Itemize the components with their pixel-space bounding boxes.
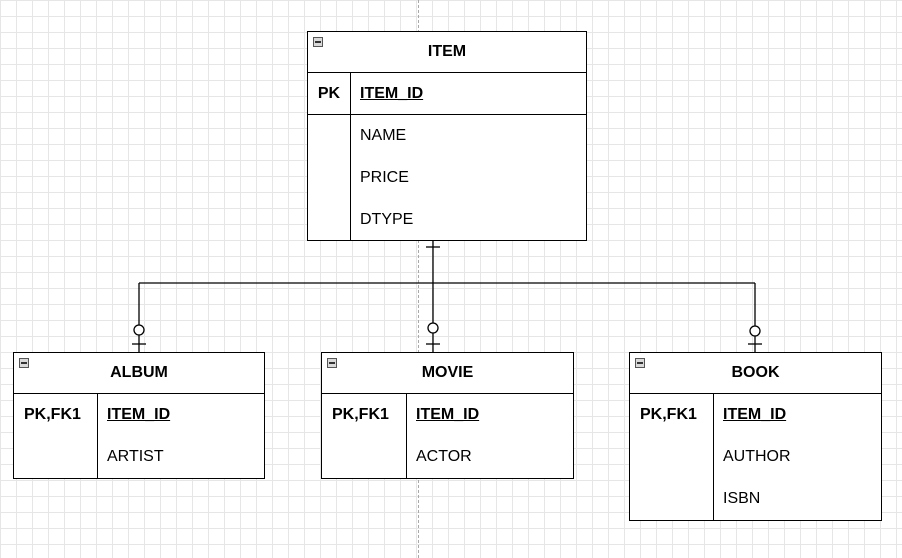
entity-book-key-label: PK,FK1 [630,394,714,520]
entity-book-attr-author: AUTHOR [723,448,791,465]
center-guide-line [418,0,419,558]
book-zero-mark [749,325,761,337]
entity-item-pk-row: PK ITEM_ID [308,73,586,115]
entity-book-name: BOOK [731,364,780,381]
entity-item-attr-price: PRICE [360,169,409,186]
movie-zero-mark [427,322,439,334]
entity-item-key-label: PK [308,73,351,114]
collapse-icon[interactable] [19,358,29,368]
entity-movie-fields: PK,FK1 ITEM_ID ACTOR [322,394,573,478]
entity-item-attr-name: NAME [360,127,407,144]
entity-movie[interactable]: MOVIE PK,FK1 ITEM_ID ACTOR [321,352,574,479]
entity-album-pk-field: ITEM_ID [107,406,171,423]
collapse-icon[interactable] [313,37,323,47]
collapse-icon[interactable] [635,358,645,368]
entity-album-header: ALBUM [14,353,264,394]
entity-item-pk-field: ITEM_ID [360,84,424,102]
entity-movie-header: MOVIE [322,353,573,394]
entity-book[interactable]: BOOK PK,FK1 ITEM_ID AUTHOR ISBN [629,352,882,521]
album-zero-mark [133,324,145,336]
entity-book-pk-field: ITEM_ID [723,406,787,423]
entity-book-header: BOOK [630,353,881,394]
entity-album-fields: PK,FK1 ITEM_ID ARTIST [14,394,264,478]
entity-movie-pk-field: ITEM_ID [416,406,480,423]
entity-movie-name: MOVIE [421,364,474,381]
collapse-icon[interactable] [327,358,337,368]
entity-album-key-label: PK,FK1 [14,394,98,478]
entity-movie-attr-actor: ACTOR [416,448,472,465]
entity-album-attr-artist: ARTIST [107,448,164,465]
entity-item-header: ITEM [308,32,586,73]
entity-album-name: ALBUM [110,364,168,381]
entity-book-fields: PK,FK1 ITEM_ID AUTHOR ISBN [630,394,881,520]
entity-book-attr-isbn: ISBN [723,490,761,507]
entity-item-key-column [308,115,351,241]
entity-item-attr-dtype: DTYPE [360,211,414,228]
entity-item-name: ITEM [427,43,467,60]
entity-movie-key-label: PK,FK1 [322,394,407,478]
entity-item-attributes: NAME PRICE DTYPE [308,115,586,241]
entity-item[interactable]: ITEM PK ITEM_ID NAME PRICE DTYPE [307,31,587,241]
entity-album[interactable]: ALBUM PK,FK1 ITEM_ID ARTIST [13,352,265,479]
